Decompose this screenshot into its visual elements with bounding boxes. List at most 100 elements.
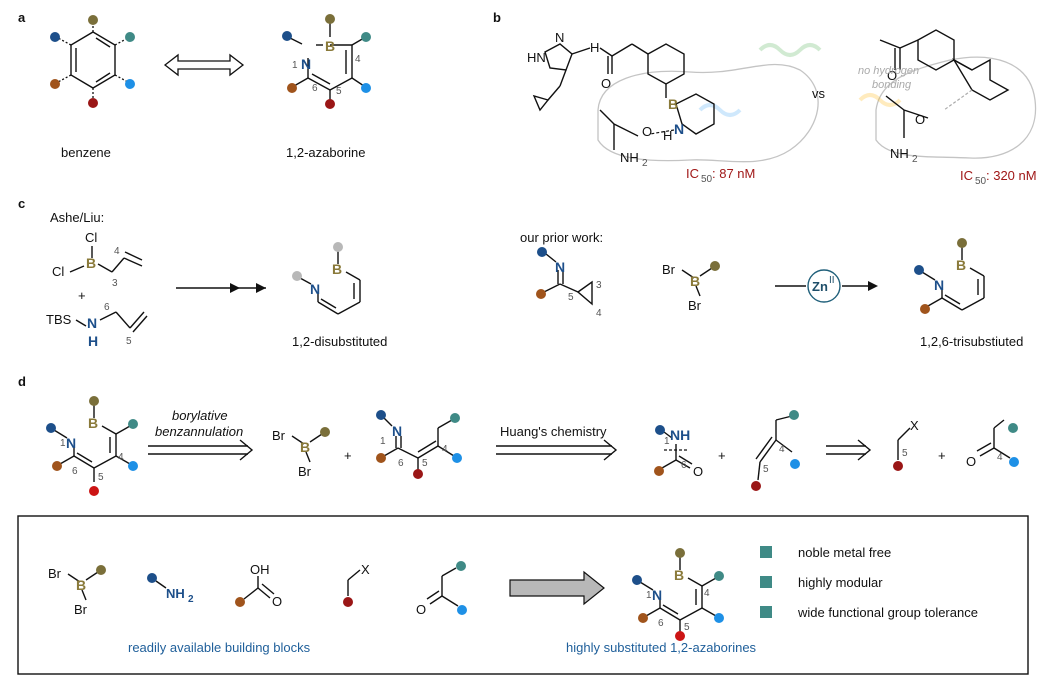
svg-text:4: 4 — [442, 444, 448, 455]
svg-text:N: N — [310, 281, 320, 297]
svg-text:N: N — [555, 30, 564, 45]
ketone-fragment — [976, 419, 1019, 467]
svg-text:IC: IC — [686, 166, 699, 181]
protein-pocket-left — [597, 63, 819, 163]
svg-text:II: II — [829, 275, 835, 286]
svg-text:6: 6 — [658, 618, 664, 629]
inhibitor-left — [532, 43, 715, 150]
amine-building-block — [147, 573, 167, 589]
svg-text:B: B — [86, 255, 96, 271]
disubstituted-azaborine — [292, 242, 361, 315]
summary-azaborine — [632, 548, 724, 641]
summary-box — [17, 515, 1029, 675]
alkene-fragment — [751, 410, 800, 491]
svg-text:5: 5 — [763, 464, 769, 475]
bullet-icon-2 — [760, 576, 772, 588]
svg-text:6: 6 — [72, 466, 78, 477]
target-azaborine — [46, 396, 138, 496]
trisubstituted-azaborine — [914, 238, 985, 314]
amide-fragment — [654, 425, 693, 476]
svg-text:H: H — [88, 333, 98, 349]
bullet-icon-3 — [760, 606, 772, 618]
svg-text:5: 5 — [126, 336, 132, 347]
svg-text:N: N — [66, 435, 76, 451]
svg-text:O: O — [601, 76, 611, 91]
svg-text:1: 1 — [60, 438, 66, 449]
svg-text:OH: OH — [250, 562, 270, 577]
svg-text:2: 2 — [912, 154, 918, 165]
svg-text:+: + — [938, 448, 946, 463]
svg-text:N: N — [652, 587, 662, 603]
svg-text:+: + — [718, 448, 726, 463]
ketone-building-block — [426, 561, 467, 615]
svg-text:1: 1 — [292, 60, 298, 71]
svg-text:B: B — [88, 415, 98, 431]
multistep-arrow-ashe — [176, 283, 266, 293]
svg-text:TBS: TBS — [46, 312, 72, 327]
ic50-right-value: : 320 nM — [986, 168, 1037, 183]
svg-text:5: 5 — [902, 448, 908, 459]
svg-text:N: N — [555, 259, 565, 275]
svg-text:O: O — [887, 68, 897, 83]
svg-text:Br: Br — [48, 566, 62, 581]
inhibitor-right — [879, 29, 1010, 138]
svg-text:Br: Br — [662, 262, 676, 277]
svg-text:4: 4 — [114, 246, 120, 257]
svg-text:+: + — [78, 288, 86, 303]
svg-text:50: 50 — [701, 174, 713, 185]
protein-pocket-right — [875, 56, 1037, 159]
svg-text:O: O — [416, 602, 426, 617]
svg-text:HN: HN — [527, 50, 546, 65]
svg-text:O: O — [915, 112, 925, 127]
svg-text:X: X — [910, 418, 919, 433]
svg-text:NH: NH — [620, 150, 639, 165]
svg-text:bonding: bonding — [872, 79, 912, 91]
bullet-icon-1 — [760, 546, 772, 558]
svg-text:B: B — [668, 96, 678, 112]
svg-text:Cl: Cl — [85, 230, 97, 245]
svg-text:NH: NH — [890, 146, 909, 161]
svg-text:Br: Br — [272, 428, 286, 443]
svg-text:4: 4 — [704, 588, 710, 599]
svg-text:N: N — [392, 423, 402, 439]
svg-text:3: 3 — [112, 278, 118, 289]
svg-text:X: X — [361, 562, 370, 577]
svg-text:B: B — [956, 257, 966, 273]
svg-text:Br: Br — [688, 298, 702, 313]
dienyl-imine — [376, 410, 462, 479]
ic50-left-value: : 87 nM — [712, 166, 755, 181]
svg-text:4: 4 — [355, 54, 361, 65]
benzene-structure — [50, 15, 135, 108]
svg-text:N: N — [301, 56, 311, 72]
allyl-dichloroborane — [69, 246, 143, 273]
svg-text:H: H — [663, 128, 672, 143]
svg-text:H: H — [590, 40, 599, 55]
svg-text:5: 5 — [98, 472, 104, 483]
svg-text:Zn: Zn — [812, 279, 828, 294]
svg-text:O: O — [272, 594, 282, 609]
svg-text:Br: Br — [298, 464, 312, 479]
retro-arrow-3 — [826, 439, 872, 461]
svg-text:IC: IC — [960, 168, 973, 183]
zinc-catalyst-arrow — [775, 269, 878, 303]
svg-text:NH: NH — [670, 427, 690, 443]
amine-label: NH — [166, 586, 185, 601]
acid-building-block — [235, 576, 275, 607]
azaborine-structure-a — [282, 14, 371, 109]
retro-arrow-2 — [496, 439, 618, 461]
bullet-text-2: highly modular — [798, 575, 883, 590]
bullet-text-1: noble metal free — [798, 545, 891, 560]
huang-chemistry-label: Huang's chemistry — [500, 424, 607, 439]
svg-text:no hydrogen: no hydrogen — [858, 65, 919, 77]
svg-text:5: 5 — [568, 292, 574, 303]
caption-building-blocks: readily available building blocks — [128, 640, 311, 655]
svg-text:6: 6 — [681, 460, 687, 471]
panel-label-c: c — [18, 196, 25, 211]
disubstituted-label: 1,2-disubstituted — [292, 334, 387, 349]
retro-arrow-label-1: borylative — [172, 408, 228, 423]
double-headed-arrow — [163, 53, 245, 77]
alkyl-halide-building-block — [343, 569, 361, 607]
trisubstituted-label: 1,2,6-trisubstiuted — [920, 334, 1023, 349]
title-ashe-liu: Ashe/Liu: — [50, 210, 104, 225]
